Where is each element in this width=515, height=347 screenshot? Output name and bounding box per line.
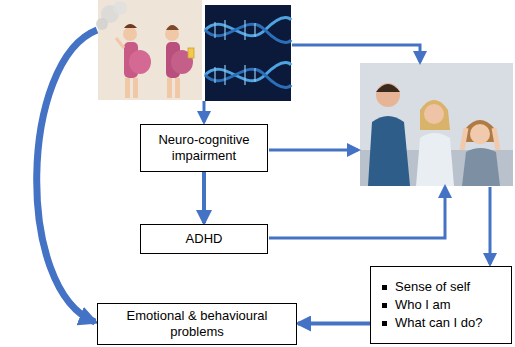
flow-connector	[298, 322, 370, 326]
box-label: Emotional & behavioural problems	[104, 308, 290, 340]
bullet-item: Sense of self	[381, 279, 470, 295]
outcome-box: Emotional & behavioural problems	[97, 303, 297, 345]
process-box: ADHD	[140, 224, 268, 254]
process-box: Neuro-cognitive impairment	[140, 124, 268, 172]
box-label: Neuro-cognitive impairment	[147, 132, 261, 164]
bullet-list-box: Sense of selfWho I am What can I do?	[370, 266, 512, 344]
box-label: ADHD	[186, 231, 223, 247]
flow-connector	[202, 172, 206, 223]
bullet-item: What can I do?	[381, 315, 482, 331]
family-photo	[360, 63, 513, 186]
bullet-item: Who I am	[381, 297, 451, 313]
dna-image	[205, 5, 291, 101]
pregnancy-photo	[96, 0, 202, 100]
